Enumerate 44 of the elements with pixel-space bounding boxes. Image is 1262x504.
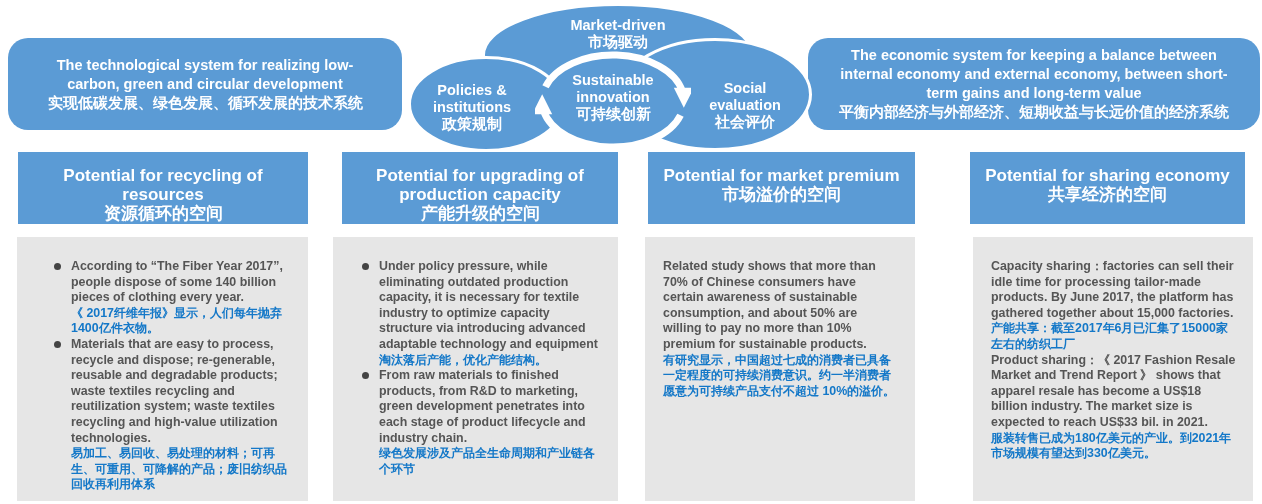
heading-text: The economic system for keeping a balance between internal economy and external economy, between short-term gains and long-term value	[839, 46, 1229, 103]
heading-text: Potential for market premium	[662, 166, 901, 185]
chinese-label: 可持续创新	[575, 106, 651, 123]
system-box	[808, 38, 1260, 130]
chinese-heading: 产能升级的空间	[420, 204, 540, 223]
chinese-label: 市场驱动	[588, 34, 648, 51]
heading-text: Potential for upgrading of production capacity	[375, 166, 585, 204]
chinese-heading: 共享经济的空间	[1047, 185, 1168, 204]
label-text: Social evaluation	[708, 80, 782, 114]
body-text: Related study shows that more than 70% of Chinese consumers have certain awareness of sustainable consumption, and about 50% are willing to pay no more than 10% premium for sustainable products.	[663, 259, 877, 353]
header-box	[970, 152, 1245, 224]
heading-text: Potential for sharing economy	[984, 166, 1231, 185]
chinese-heading: 平衡内部经济与外部经济、短期收益与长远价值的经济系统	[839, 103, 1229, 122]
chinese-text: 服装转售已成为180亿美元的产业。到2021年市场规模有望达到330亿美元。	[991, 430, 1233, 462]
chinese-text: 易加工、易回收、易处理的材料；可再生、可重用、可降解的产品；废旧纺织品回收再利用体系	[71, 446, 288, 493]
label-text: Policies & institutions	[431, 82, 513, 116]
chinese-text: 有研究显示，中国超过七成的消费者已具备一定程度的可持续消费意识。约一半消费者愿意为可持续产品支付不超过 10%的溢价。	[663, 352, 897, 400]
chinese-label: 政策规制	[442, 116, 502, 133]
text-panel	[333, 237, 618, 501]
header-box	[342, 152, 618, 224]
label-text: Market-driven	[570, 17, 666, 34]
text-panel	[973, 237, 1253, 501]
body-text: Under policy pressure, while eliminating outdated production capacity, it is necessary for textile industry to optimize capacity structure via introducing advanced adaptable technology and equipment	[379, 259, 599, 353]
chinese-text: 绿色发展涉及产品全生命周期和产业链各个环节	[379, 446, 596, 478]
chinese-label: 社会评价	[715, 114, 775, 131]
heading-text: Potential for recycling of resources	[62, 166, 264, 204]
body-text: From raw materials to finished products, from R&D to marketing, green development penetrates into each stage of product lifecycle and industry chain.	[379, 368, 587, 446]
chinese-text: 淘汰落后产能，优化产能结构。	[379, 352, 548, 369]
body-text: According to “The Fiber Year 2017”, people dispose of some 140 billion pieces of clothing every year.	[71, 259, 284, 306]
body-text: Capacity sharing：factories can sell their idle time for processing tailor-made products. By June 2017, the platform has gathered together about 15,000 factories.	[991, 259, 1235, 321]
heading-text: The technological system for realizing low-carbon, green and circular development	[55, 55, 355, 94]
chinese-heading: 市场溢价的空间	[721, 185, 842, 204]
chinese-text: 产能共享：截至2017年6月已汇集了15000家左右的纺织工厂	[991, 321, 1229, 353]
body-text: Product sharing：《 2017 Fashion Resale Market and Trend Report 》 shows that apparel resale has become a US$18 billion industry. The market size is expected to reach US$33 bil. in 2021.	[991, 352, 1237, 431]
header-box	[648, 152, 915, 224]
system-box	[8, 38, 402, 130]
header-box	[18, 152, 308, 224]
text-panel	[17, 237, 308, 501]
chinese-heading: 资源循环的空间	[102, 204, 224, 223]
body-text: Materials that are easy to process, recycle and dispose; re-generable, reusable and degradable products; waste textiles recycling and reutilization system; waste textiles recycling and high-value utilization technologies.	[71, 336, 279, 447]
chinese-heading: 实现低碳发展、绿色发展、循环发展的技术系统	[47, 93, 363, 113]
text-panel	[645, 237, 915, 501]
chinese-text: 《 2017纤维年报》显示，人们每年抛弃1400亿件衣物。	[71, 305, 283, 337]
label-text: Sustainable innovation	[571, 72, 655, 106]
